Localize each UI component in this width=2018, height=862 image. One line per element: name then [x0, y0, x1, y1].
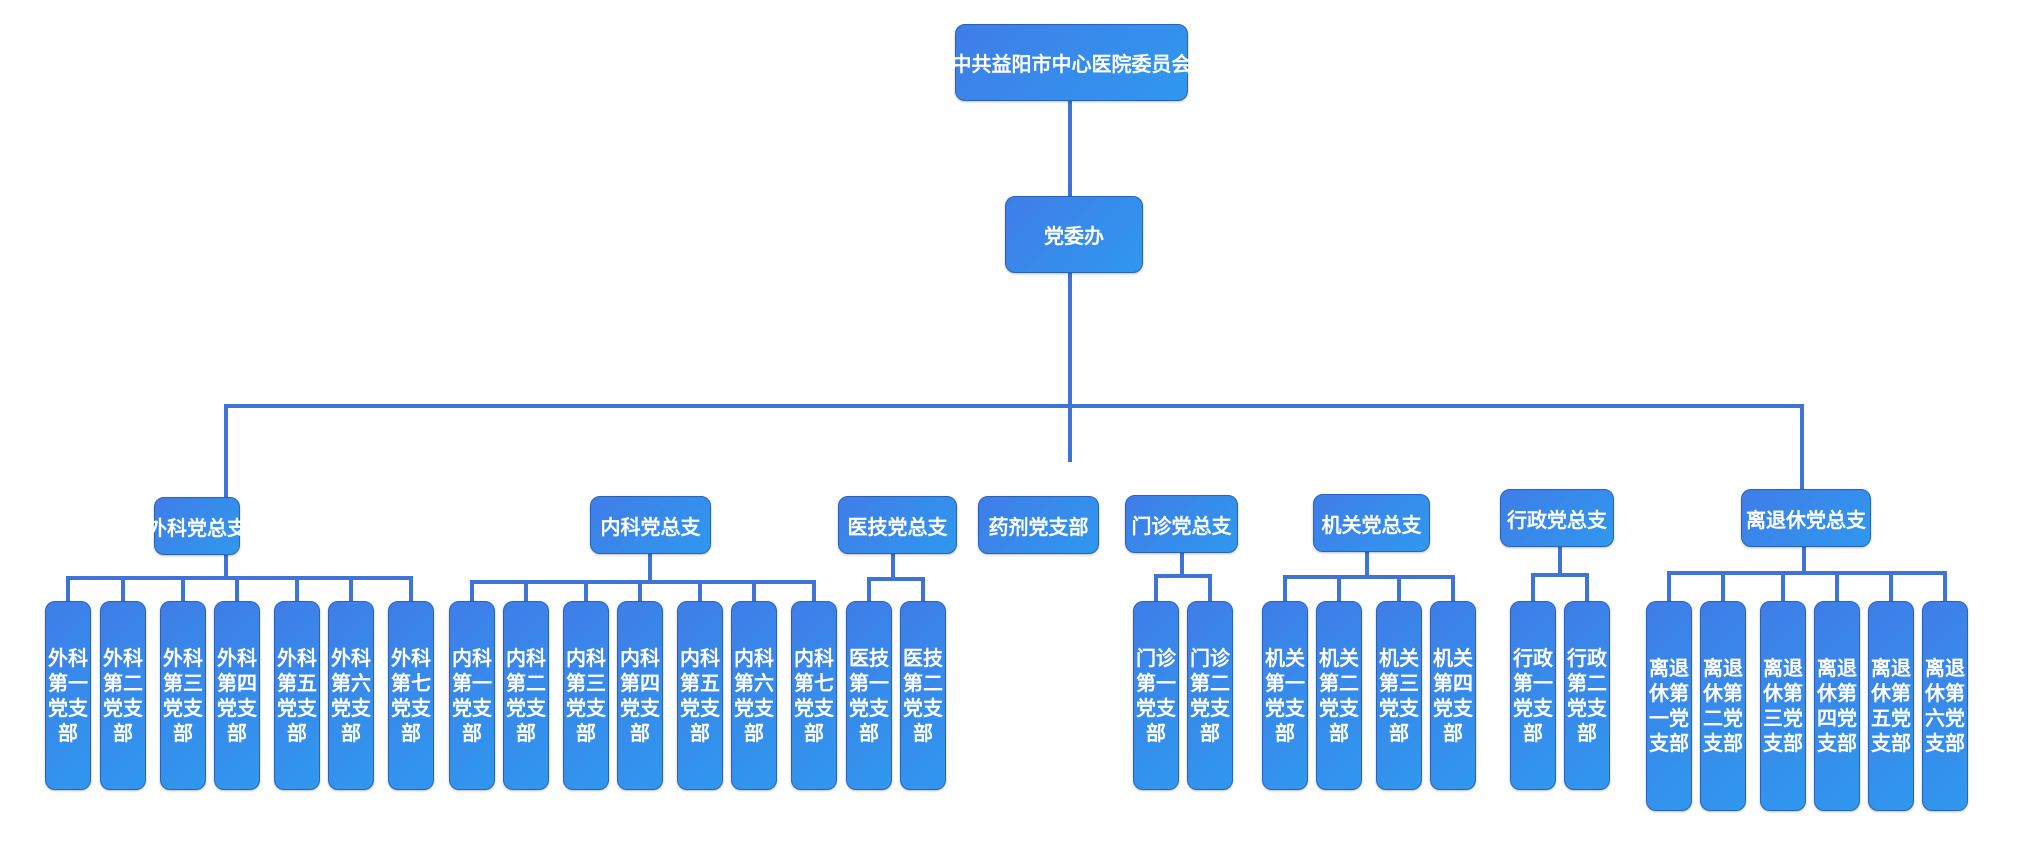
child-node-1-4: 内科第五党支部	[677, 601, 723, 790]
child-node-6-0: 行政第一党支部	[1510, 601, 1556, 790]
child-node-2-0: 医技第一党支部	[846, 601, 892, 790]
child-node-1-2: 内科第三党支部	[563, 601, 609, 790]
child-node-7-1: 离退休第二党支部	[1700, 601, 1746, 811]
child-node-4-1: 门诊第二党支部	[1187, 601, 1233, 790]
child-node-7-4: 离退休第五党支部	[1868, 601, 1914, 811]
child-node-0-4: 外科第五党支部	[274, 601, 320, 790]
child-node-6-1: 行政第二党支部	[1564, 601, 1610, 790]
child-node-1-5: 内科第六党支部	[731, 601, 777, 790]
child-node-0-1: 外科第二党支部	[100, 601, 146, 790]
branch-node-7: 离退休党总支	[1741, 489, 1871, 547]
branch-node-1: 内科党总支	[590, 496, 711, 554]
child-node-5-0: 机关第一党支部	[1262, 601, 1308, 790]
child-node-1-3: 内科第四党支部	[617, 601, 663, 790]
child-node-5-3: 机关第四党支部	[1430, 601, 1476, 790]
child-node-4-0: 门诊第一党支部	[1133, 601, 1179, 790]
child-node-7-3: 离退休第四党支部	[1814, 601, 1860, 811]
child-node-5-2: 机关第三党支部	[1376, 601, 1422, 790]
child-node-7-2: 离退休第三党支部	[1760, 601, 1806, 811]
child-node-0-5: 外科第六党支部	[328, 601, 374, 790]
office-node: 党委办	[1005, 196, 1143, 273]
child-node-7-0: 离退休第一党支部	[1646, 601, 1692, 811]
root-node: 中共益阳市中心医院委员会	[952, 24, 1192, 101]
child-node-0-6: 外科第七党支部	[388, 601, 434, 790]
branch-node-6: 行政党总支	[1500, 489, 1614, 547]
branch-node-5: 机关党总支	[1313, 494, 1430, 552]
child-node-5-1: 机关第二党支部	[1316, 601, 1362, 790]
child-node-2-1: 医技第二党支部	[900, 601, 946, 790]
branch-node-0: 外科党总支	[147, 497, 247, 555]
child-node-0-2: 外科第三党支部	[160, 601, 206, 790]
child-node-0-0: 外科第一党支部	[45, 601, 91, 790]
child-node-1-0: 内科第一党支部	[449, 601, 495, 790]
child-node-1-1: 内科第二党支部	[503, 601, 549, 790]
child-node-1-6: 内科第七党支部	[791, 601, 837, 790]
child-node-0-3: 外科第四党支部	[214, 601, 260, 790]
branch-node-2: 医技党总支	[838, 496, 957, 554]
child-node-7-5: 离退休第六党支部	[1922, 601, 1968, 811]
branch-node-4: 门诊党总支	[1125, 495, 1238, 553]
branch-node-3: 药剂党支部	[978, 496, 1099, 554]
